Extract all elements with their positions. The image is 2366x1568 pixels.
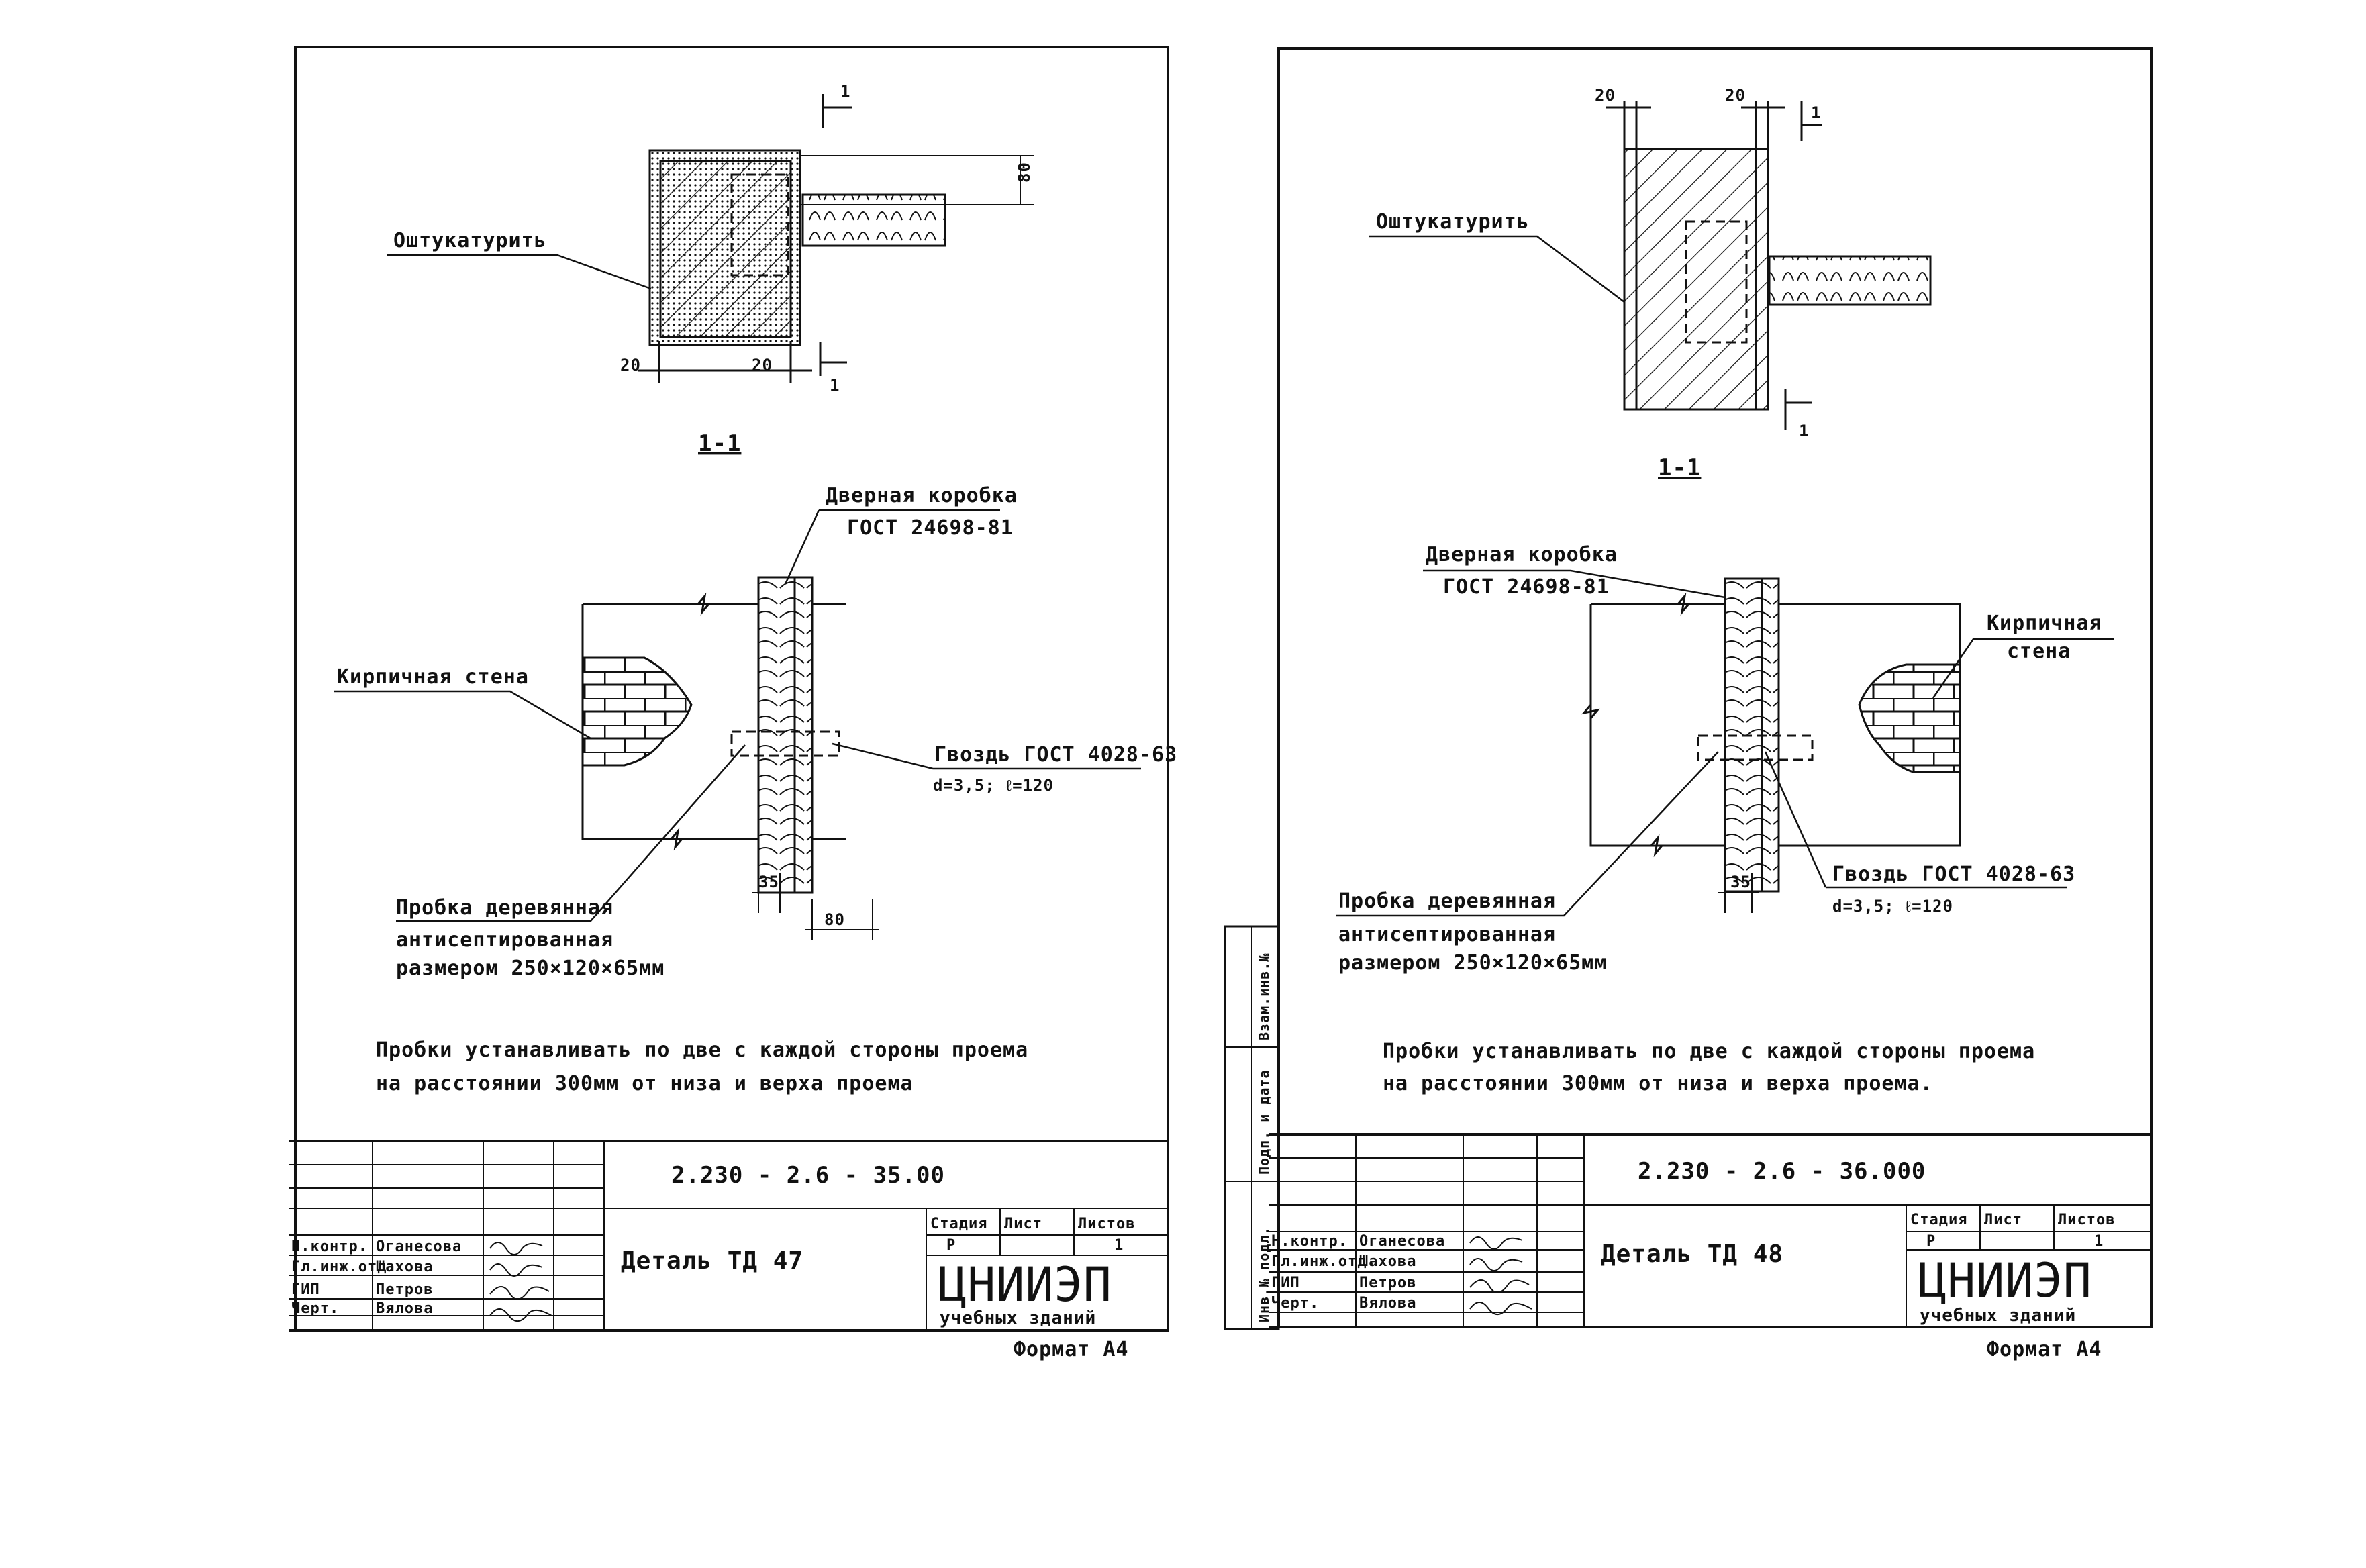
dim-20-right-2: 20: [1725, 86, 1746, 105]
title-block: [289, 1140, 1168, 1332]
section-view-detail-2: 35 Дверная коробка ГОСТ 24698-81 Кирпичн…: [1336, 543, 2114, 975]
detail-title: Деталь ТД 47: [621, 1247, 803, 1275]
top-view-detail-2: 20 20 1 1 Оштукатурить: [1369, 86, 1932, 440]
role-1: Н.контр.: [291, 1238, 368, 1255]
door-frame-top-2: [1768, 255, 1932, 306]
nail-label: Гвоздь ГОСТ 4028-63: [934, 743, 1177, 767]
doc-code: 2.230 - 2.6 - 35.00: [671, 1162, 945, 1189]
dim-35-2: 35: [1730, 873, 1751, 891]
sheets-count: 1: [1114, 1237, 1124, 1254]
name-2-3: Петров: [1359, 1275, 1416, 1291]
sheet-td48: Взам.инв.№ Подп. и дата Инв.№ подл. 20 2…: [1224, 47, 2153, 1361]
stage-value-2: Р: [1926, 1233, 1936, 1250]
format-label: Формат А4: [1014, 1338, 1129, 1361]
section-title-2: 1-1: [1658, 454, 1701, 481]
brick-wall-cut-2: [1858, 663, 1961, 773]
dim-20-right: 20: [752, 356, 773, 375]
section-mark-top-2: 1: [1811, 103, 1821, 122]
name-1: Оганесова: [376, 1238, 462, 1255]
dim-20-left-2: 20: [1595, 86, 1616, 105]
note-line-1: Пробки устанавливать по две с каждой сто…: [376, 1038, 1028, 1062]
plug-label-2-1: Пробка деревянная: [1338, 889, 1556, 913]
plug-label-3: размером 250×120×65мм: [396, 957, 664, 980]
note-line-2-2: на расстоянии 300мм от низа и верха прое…: [1383, 1072, 1933, 1095]
brick-wall-cut: [581, 656, 693, 767]
stage-header: Стадия: [930, 1216, 987, 1232]
dim-80-section: 80: [824, 910, 845, 929]
door-frame-gost-2: ГОСТ 24698-81: [1443, 575, 1610, 599]
sheets-header-2: Листов: [2058, 1212, 2115, 1228]
brick-wall-label-2b: стена: [2007, 640, 2071, 663]
note-line-1-2: Пробки устанавливать по две с каждой сто…: [1383, 1040, 2035, 1063]
brick-wall-label: Кирпичная стена: [337, 665, 529, 689]
wood-plug-hidden-2: [1685, 220, 1748, 344]
section-title: 1-1: [698, 430, 741, 457]
detail-title-2: Деталь ТД 48: [1601, 1240, 1783, 1268]
brick-wall-section-2: [1623, 148, 1769, 411]
org-sub-2: учебных зданий: [1920, 1306, 2076, 1326]
stage-value: Р: [946, 1237, 956, 1254]
signatures-2: [1469, 1236, 1532, 1315]
section-mark-bottom: 1: [830, 376, 840, 395]
org-sub: учебных зданий: [940, 1308, 1096, 1328]
plug-label-1: Пробка деревянная: [396, 896, 613, 920]
name-2-1: Оганесова: [1359, 1233, 1445, 1250]
role-2-4: Черт.: [1271, 1295, 1319, 1312]
nail-label-2: Гвоздь ГОСТ 4028-63: [1832, 863, 2075, 886]
role-3: ГИП: [291, 1281, 320, 1298]
brick-wall-section: [659, 160, 792, 338]
top-view-detail: 80 20 20 1 1 Оштукатурить: [387, 82, 1034, 395]
signatures: [489, 1242, 552, 1322]
title-block-2: [1269, 1133, 2151, 1328]
dim-80-top: 80: [1015, 162, 1034, 183]
section-mark-bottom-2: 1: [1799, 422, 1809, 440]
name-2: Шахова: [376, 1259, 433, 1275]
role-4: Черт.: [291, 1300, 339, 1317]
side-stamp-1: Взам.инв.№: [1256, 953, 1272, 1040]
door-frame-gost: ГОСТ 24698-81: [847, 516, 1014, 540]
stage-header-2: Стадия: [1910, 1212, 1967, 1228]
section-mark-top: 1: [840, 82, 850, 101]
sheets-count-2: 1: [2094, 1233, 2104, 1250]
sheet-td47: 80 20 20 1 1 Оштукатурить 1-1 35 80 Две: [289, 46, 1177, 1361]
sheet-header: Лист: [1004, 1216, 1042, 1232]
nail-dims: d=3,5; ℓ=120: [933, 776, 1054, 795]
role-2-1: Н.контр.: [1271, 1233, 1348, 1250]
org-name-2: ЦНИИЭП: [1918, 1253, 2092, 1308]
sheets-header: Листов: [1078, 1216, 1135, 1232]
role-2-2: Гл.инж.отд.: [1271, 1253, 1377, 1270]
name-2-2: Шахова: [1359, 1253, 1416, 1270]
side-stamp-2: Подп. и дата: [1256, 1070, 1272, 1175]
nail-dims-2: d=3,5; ℓ=120: [1832, 897, 1953, 916]
role-2-3: ГИП: [1271, 1275, 1300, 1291]
nail-plug: [730, 730, 840, 757]
nail-plug-2: [1697, 734, 1814, 761]
name-4: Вялова: [376, 1300, 433, 1317]
role-2: Гл.инж.отд.: [291, 1259, 397, 1275]
org-name: ЦНИИЭП: [938, 1257, 1112, 1312]
door-frame-label-2: Дверная коробка: [1426, 543, 1618, 567]
door-frame-section: [757, 576, 814, 894]
plug-label-2-2: антисептированная: [1338, 923, 1556, 946]
name-3: Петров: [376, 1281, 433, 1298]
plaster-label-2: Оштукатурить: [1376, 210, 1530, 234]
brick-wall-label-2a: Кирпичная: [1987, 611, 2102, 635]
door-frame-top: [801, 193, 946, 247]
door-frame-label: Дверная коробка: [826, 484, 1018, 507]
plaster-label: Оштукатурить: [393, 229, 547, 252]
sheet-header-2: Лист: [1984, 1212, 2022, 1228]
name-2-4: Вялова: [1359, 1295, 1416, 1312]
plug-label-2: антисептированная: [396, 928, 613, 952]
section-view-detail: 35 80 Дверная коробка ГОСТ 24698-81 Кирп…: [334, 484, 1177, 980]
format-label-2: Формат А4: [1987, 1338, 2102, 1361]
doc-code-2: 2.230 - 2.6 - 36.000: [1638, 1158, 1926, 1185]
plug-label-2-3: размером 250×120×65мм: [1338, 951, 1607, 975]
dim-35: 35: [758, 873, 779, 891]
wood-plug-hidden: [730, 173, 789, 277]
side-stamp-3: Инв.№ подл.: [1256, 1226, 1272, 1322]
dim-20-left: 20: [620, 356, 641, 375]
note-line-2: на расстоянии 300мм от низа и верха прое…: [376, 1072, 914, 1095]
